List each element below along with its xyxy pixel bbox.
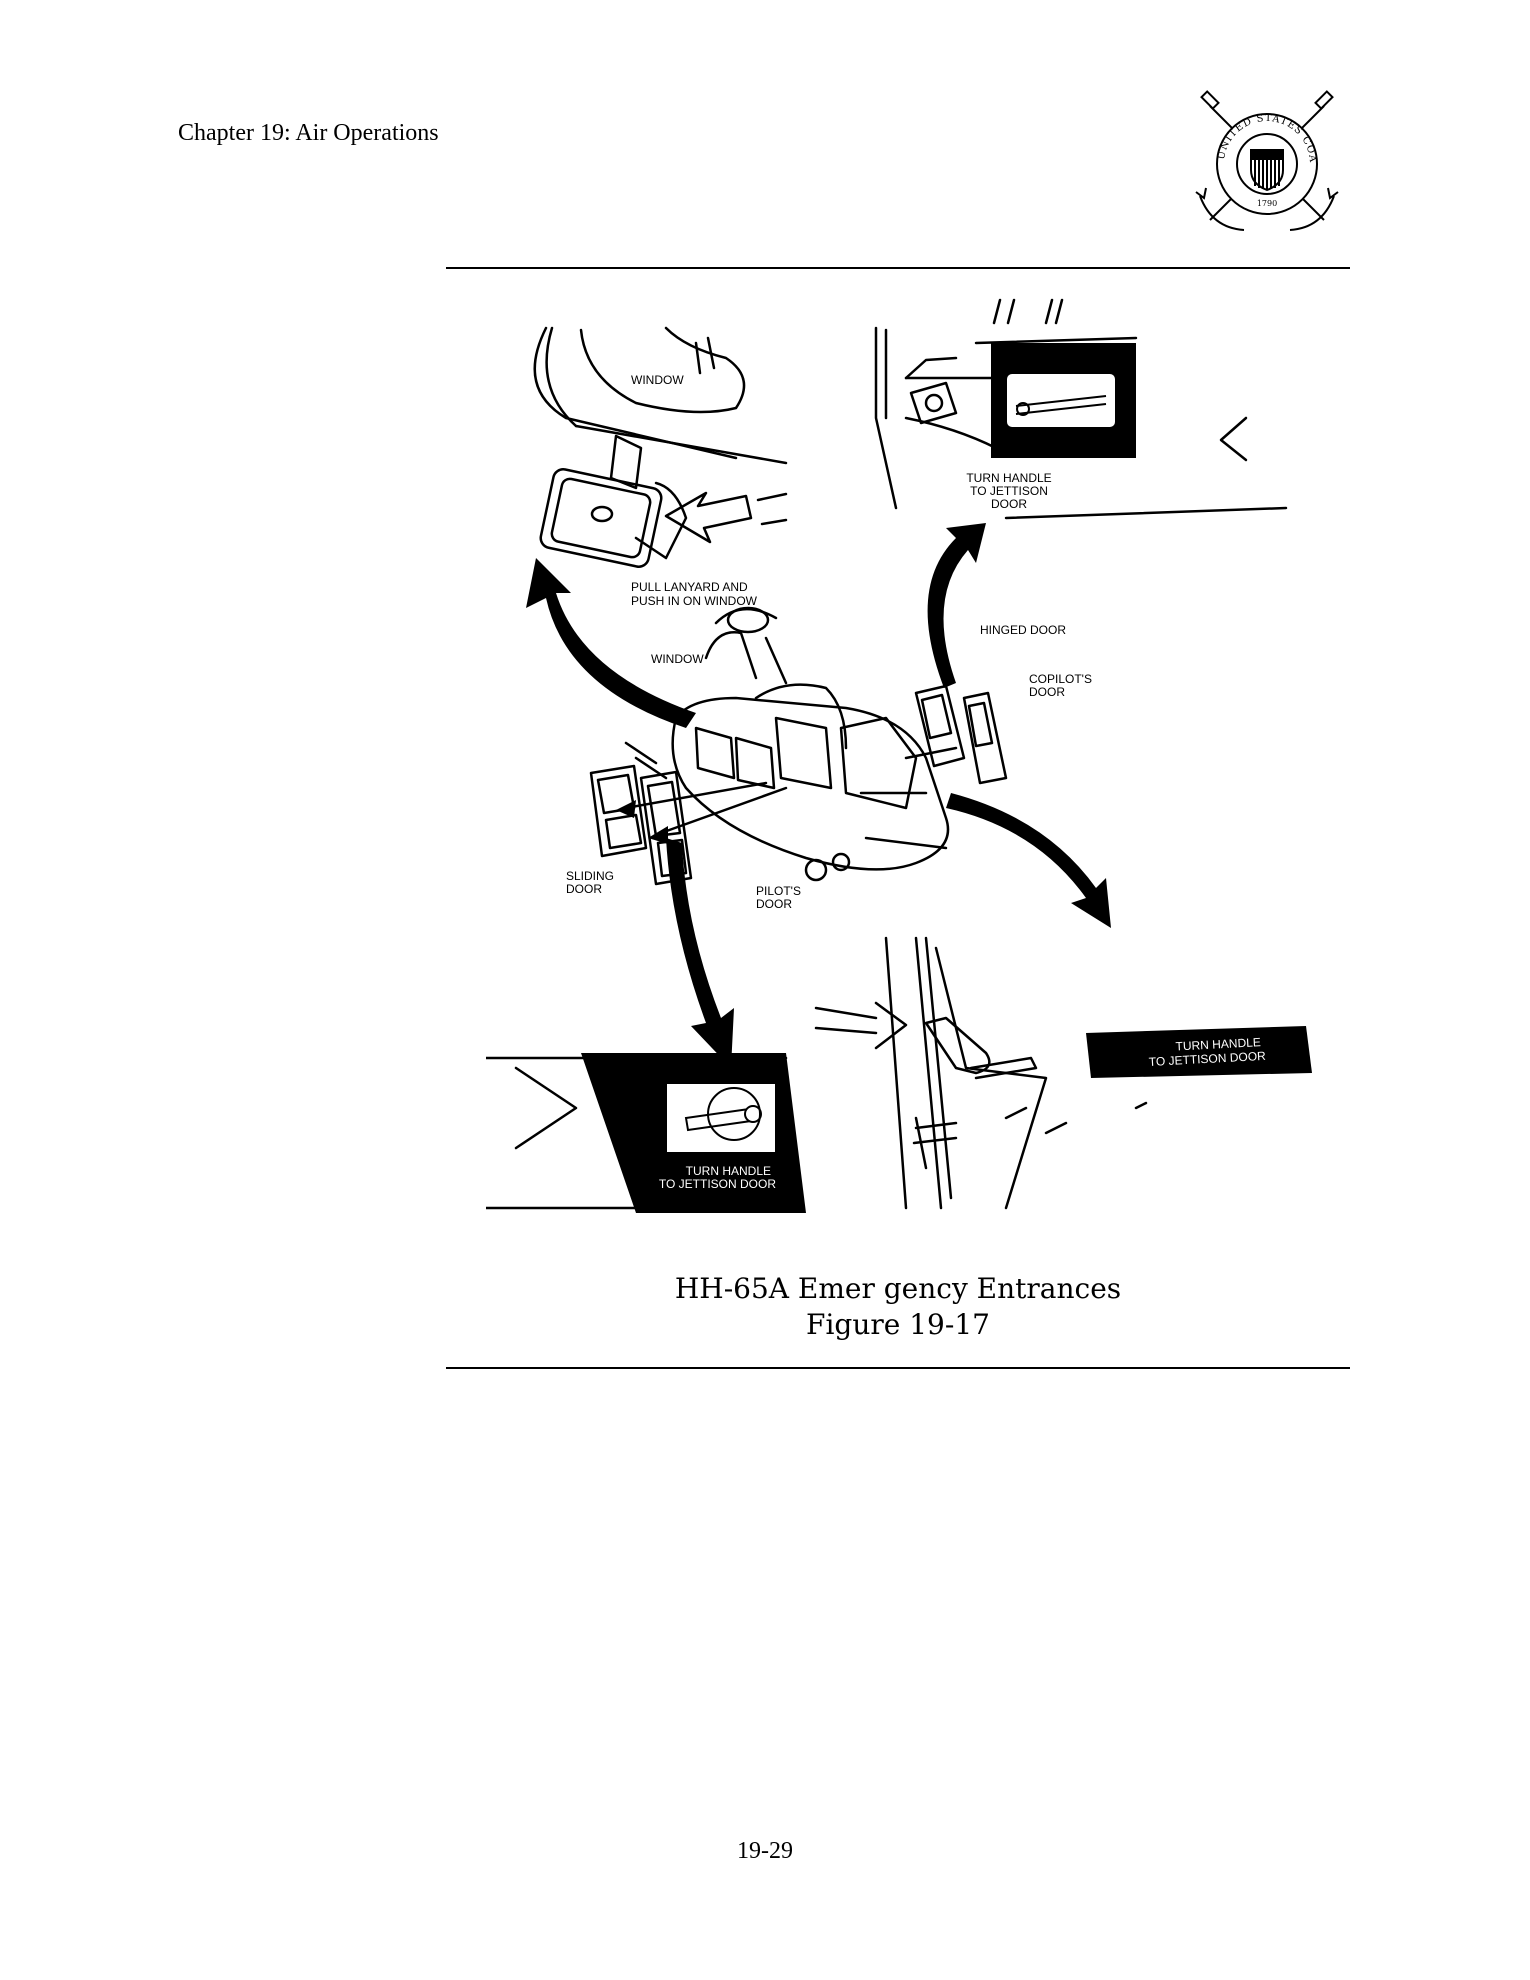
- copilot-door-label-line2: DOOR: [1029, 685, 1065, 699]
- sliding-door-label-line2: DOOR: [566, 882, 602, 896]
- hinged-door-panel: [914, 684, 966, 768]
- turn-handle-label-br-line2: TO JETTISON DOOR: [1148, 1049, 1266, 1069]
- pilot-door-label-line1: PILOT'S: [756, 884, 801, 898]
- window-label-mid: WINDOW: [651, 652, 704, 666]
- helicopter-illustration: [624, 606, 958, 882]
- coast-guard-seal-logo: UNITED STATES COAST GUARD 1790: [1187, 80, 1342, 238]
- turn-handle-label-br-line1: TURN HANDLE: [1175, 1035, 1261, 1053]
- window-detail-panel: [533, 326, 788, 568]
- copilot-handle-panel: [874, 298, 1288, 520]
- figure-caption-number: Figure 19-17: [806, 1308, 990, 1341]
- turn-handle-label-bl-line1: TURN HANDLE: [686, 1164, 771, 1178]
- hinged-door-label: HINGED DOOR: [980, 623, 1066, 637]
- hh65a-emergency-entrances-figure: WINDOW PULL LANYARD AND PUSH IN ON WINDO…: [486, 288, 1316, 1250]
- pull-lanyard-label-line2: PUSH IN ON WINDOW: [631, 594, 758, 608]
- window-label-top: WINDOW: [631, 373, 684, 387]
- page-number: 19-29: [737, 1838, 793, 1864]
- sliding-door-label-line1: SLIDING: [566, 869, 614, 883]
- top-rule: [446, 267, 1350, 269]
- svg-text:1790: 1790: [1257, 199, 1277, 208]
- turn-handle-label-tr-line2: TO JETTISON: [970, 484, 1048, 498]
- pull-lanyard-label-line1: PULL LANYARD AND: [631, 580, 748, 594]
- copilot-door-panel: [962, 691, 1008, 785]
- turn-handle-label-bl-line2: TO JETTISON DOOR: [659, 1177, 776, 1191]
- figure-caption-title: HH-65A Emer gency Entrances: [674, 1272, 1122, 1305]
- copilot-door-label-line1: COPILOT'S: [1029, 672, 1092, 686]
- bottom-rule: [446, 1367, 1350, 1369]
- turn-handle-label-tr-line1: TURN HANDLE: [966, 471, 1051, 485]
- hinged-handle-panel: [814, 936, 1148, 1210]
- chapter-title: Chapter 19: Air Operations: [178, 120, 439, 146]
- pilot-door-label-line2: DOOR: [756, 897, 792, 911]
- turn-handle-label-tr-line3: DOOR: [991, 497, 1027, 511]
